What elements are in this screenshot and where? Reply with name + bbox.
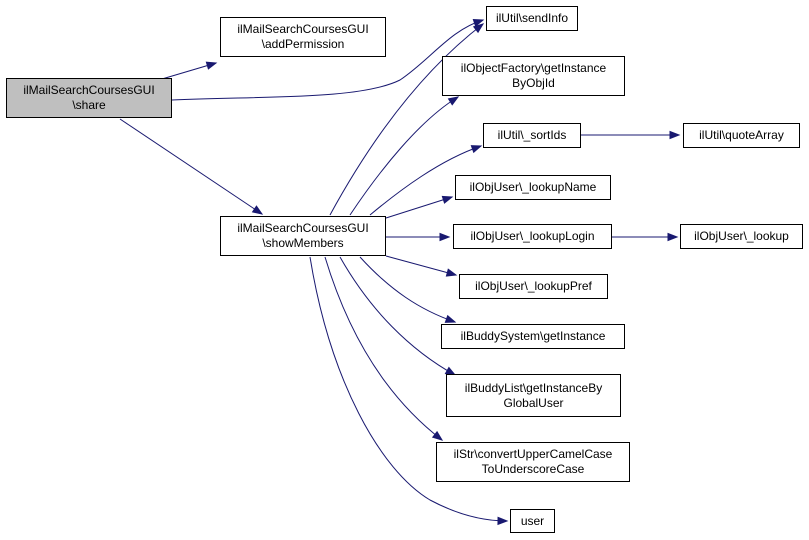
node-user[interactable]: user xyxy=(510,509,555,533)
arrowhead-sortIds-to-quoteArray xyxy=(669,130,681,140)
node-share-line-2: \share xyxy=(72,98,106,112)
edge-showMembers-to-getInstObj xyxy=(349,96,459,216)
node-add-permission-line-2: \addPermission xyxy=(261,37,345,51)
node-lookup-pref-line-1: ilObjUser\_lookupPref xyxy=(475,279,592,293)
edge-showMembers-to-user xyxy=(309,256,508,522)
node-add-permission-line-1: ilMailSearchCoursesGUI xyxy=(237,22,369,36)
arrowhead-showMembers-to-getInstObj xyxy=(447,96,460,106)
arrowhead-showMembers-to-lookupPref xyxy=(445,268,458,277)
node-buddy-system-get-instance[interactable]: ilBuddySystem\getInstance xyxy=(441,324,625,349)
arrowhead-share-to-showMembers xyxy=(251,205,264,215)
node-lookup-pref[interactable]: ilObjUser\_lookupPref xyxy=(459,274,608,299)
edge-showMembers-to-buddyList xyxy=(339,256,456,376)
node-quote-array-line-1: ilUtil\quoteArray xyxy=(699,128,784,142)
arrowhead-showMembers-to-lookupLogin xyxy=(439,232,451,242)
node-get-instance-by-obj-id-line-2: ByObjId xyxy=(512,76,555,90)
node-share-line-1: ilMailSearchCoursesGUI xyxy=(23,83,155,97)
node-get-instance-by-obj-id[interactable]: ilObjectFactory\getInstance ByObjId xyxy=(442,56,625,96)
arrowhead-lookupLogin-to-lookup xyxy=(667,232,679,242)
node-buddy-system-get-instance-line-1: ilBuddySystem\getInstance xyxy=(460,329,606,343)
edge-showMembers-to-buddySys xyxy=(359,256,456,323)
node-buddy-list-get-instance[interactable]: ilBuddyList\getInstanceBy GlobalUser xyxy=(446,374,621,417)
node-show-members-line-2: \showMembers xyxy=(262,236,344,250)
node-lookup-login[interactable]: ilObjUser\_lookupLogin xyxy=(453,224,612,249)
node-user-line-1: user xyxy=(520,513,545,528)
node-send-info[interactable]: ilUtil\sendInfo xyxy=(486,6,578,31)
arrowhead-share-to-addPerm xyxy=(205,61,218,70)
node-show-members[interactable]: ilMailSearchCoursesGUI \showMembers xyxy=(220,216,386,256)
node-send-info-line-1: ilUtil\sendInfo xyxy=(495,11,569,25)
edge-showMembers-to-sortIds xyxy=(369,145,482,216)
edge-share-to-sendInfo xyxy=(171,19,484,101)
edge-showMembers-to-lookupPref xyxy=(385,255,457,276)
edge-showMembers-to-sendInfo xyxy=(329,23,484,216)
node-convert-upper-camel-case[interactable]: ilStr\convertUpperCamelCase ToUnderscore… xyxy=(436,442,630,482)
node-lookup-name[interactable]: ilObjUser\_lookupName xyxy=(455,175,611,200)
edge-showMembers-to-convert xyxy=(324,256,443,441)
node-add-permission[interactable]: ilMailSearchCoursesGUI \addPermission xyxy=(220,17,386,57)
arrowhead-showMembers-to-sendInfo xyxy=(472,23,485,34)
node-lookup-line-1: ilObjUser\_lookup xyxy=(694,229,789,243)
arrowhead-share-to-sendInfo xyxy=(472,18,485,28)
node-lookup-login-line-1: ilObjUser\_lookupLogin xyxy=(470,229,595,243)
node-buddy-list-get-instance-line-1: ilBuddyList\getInstanceBy xyxy=(464,380,603,395)
arrowhead-showMembers-to-convert xyxy=(431,430,444,441)
node-buddy-list-get-instance-line-2: GlobalUser xyxy=(503,395,564,410)
edge-showMembers-to-lookupName xyxy=(385,196,453,219)
node-lookup[interactable]: ilObjUser\_lookup xyxy=(680,224,803,249)
node-lookup-name-line-1: ilObjUser\_lookupName xyxy=(469,180,597,194)
node-sort-ids-line-1: ilUtil\_sortIds xyxy=(497,128,567,142)
arrowhead-showMembers-to-lookupName xyxy=(441,195,454,204)
arrowhead-showMembers-to-buddySys xyxy=(444,314,457,323)
node-quote-array[interactable]: ilUtil\quoteArray xyxy=(683,123,800,148)
arrowhead-showMembers-to-user xyxy=(497,516,509,526)
node-share[interactable]: ilMailSearchCoursesGUI \share xyxy=(6,78,172,118)
node-show-members-line-1: ilMailSearchCoursesGUI xyxy=(237,221,369,235)
arrowhead-showMembers-to-sortIds xyxy=(470,145,483,154)
edge-share-to-showMembers xyxy=(119,118,263,215)
node-get-instance-by-obj-id-line-1: ilObjectFactory\getInstance xyxy=(460,61,607,75)
node-convert-upper-camel-case-line-1: ilStr\convertUpperCamelCase xyxy=(453,447,613,461)
node-sort-ids[interactable]: ilUtil\_sortIds xyxy=(483,123,581,148)
node-convert-upper-camel-case-line-2: ToUnderscoreCase xyxy=(481,462,585,476)
